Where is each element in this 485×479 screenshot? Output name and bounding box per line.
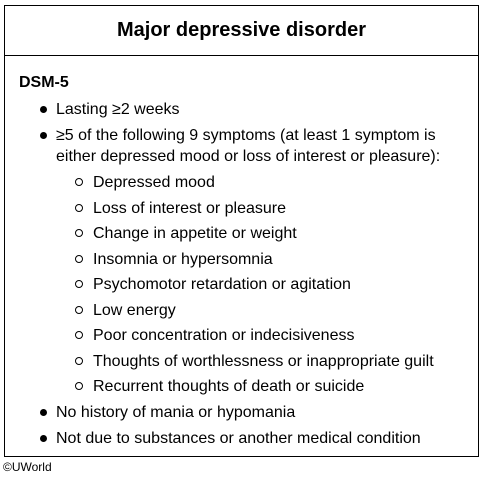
bullet-icon xyxy=(40,106,47,113)
circle-bullet-icon xyxy=(75,254,83,263)
circle-bullet-icon xyxy=(75,305,83,314)
symptom-text: Low energy xyxy=(93,301,176,319)
circle-bullet-icon xyxy=(75,178,83,186)
symptom-text: Thoughts of worthlessness or inappropria… xyxy=(93,352,434,370)
symptom-text: Insomnia or hypersomnia xyxy=(93,250,273,268)
circle-bullet-icon xyxy=(75,203,83,212)
list-item: Not due to substances or another medical… xyxy=(19,428,466,449)
circle-bullet-icon xyxy=(75,280,83,288)
bullet-icon xyxy=(40,435,47,442)
list-item-text: No history of mania or hypomania xyxy=(56,404,296,421)
table-title: Major depressive disorder xyxy=(5,6,478,56)
table-body: DSM-5 Lasting ≥2 weeks ≥5 of the followi… xyxy=(5,56,478,449)
list-item: No history of mania or hypomania xyxy=(19,402,466,423)
list-item-text: ≥5 of the following 9 symptoms (at least… xyxy=(56,127,441,165)
symptom-text: Depressed mood xyxy=(93,174,215,191)
circle-bullet-icon xyxy=(75,382,83,390)
bullet-icon xyxy=(40,132,47,139)
circle-bullet-icon xyxy=(75,356,83,365)
symptom-item: Thoughts of worthlessness or inappropria… xyxy=(56,351,466,372)
symptom-text: Psychomotor retardation or agitation xyxy=(93,276,351,293)
symptom-item: Low energy xyxy=(56,300,466,321)
list-item-text: Not due to substances or another medical… xyxy=(56,430,421,447)
circle-bullet-icon xyxy=(75,229,83,237)
criteria-list: Lasting ≥2 weeks ≥5 of the following 9 s… xyxy=(19,99,466,449)
list-item-text: Lasting ≥2 weeks xyxy=(56,101,180,118)
section-heading: DSM-5 xyxy=(19,74,69,91)
copyright-footer: ©UWorld xyxy=(3,460,52,474)
symptom-item: Loss of interest or pleasure xyxy=(56,198,466,219)
symptom-item: Poor concentration or indecisiveness xyxy=(56,325,466,346)
list-item: ≥5 of the following 9 symptoms (at least… xyxy=(19,125,466,397)
symptom-text: Loss of interest or pleasure xyxy=(93,199,286,217)
symptom-item: Depressed mood xyxy=(56,172,466,193)
symptom-text: Recurrent thoughts of death or suicide xyxy=(93,378,365,395)
symptom-list: Depressed mood Loss of interest or pleas… xyxy=(56,172,466,397)
circle-bullet-icon xyxy=(75,331,83,339)
symptom-item: Psychomotor retardation or agitation xyxy=(56,274,466,295)
list-item: Lasting ≥2 weeks xyxy=(19,99,466,120)
symptom-text: Poor concentration or indecisiveness xyxy=(93,327,355,344)
symptom-item: Recurrent thoughts of death or suicide xyxy=(56,376,466,397)
symptom-text: Change in appetite or weight xyxy=(93,225,297,242)
criteria-table: Major depressive disorder DSM-5 Lasting … xyxy=(4,5,479,457)
symptom-item: Insomnia or hypersomnia xyxy=(56,249,466,270)
symptom-item: Change in appetite or weight xyxy=(56,223,466,244)
bullet-icon xyxy=(40,409,47,416)
